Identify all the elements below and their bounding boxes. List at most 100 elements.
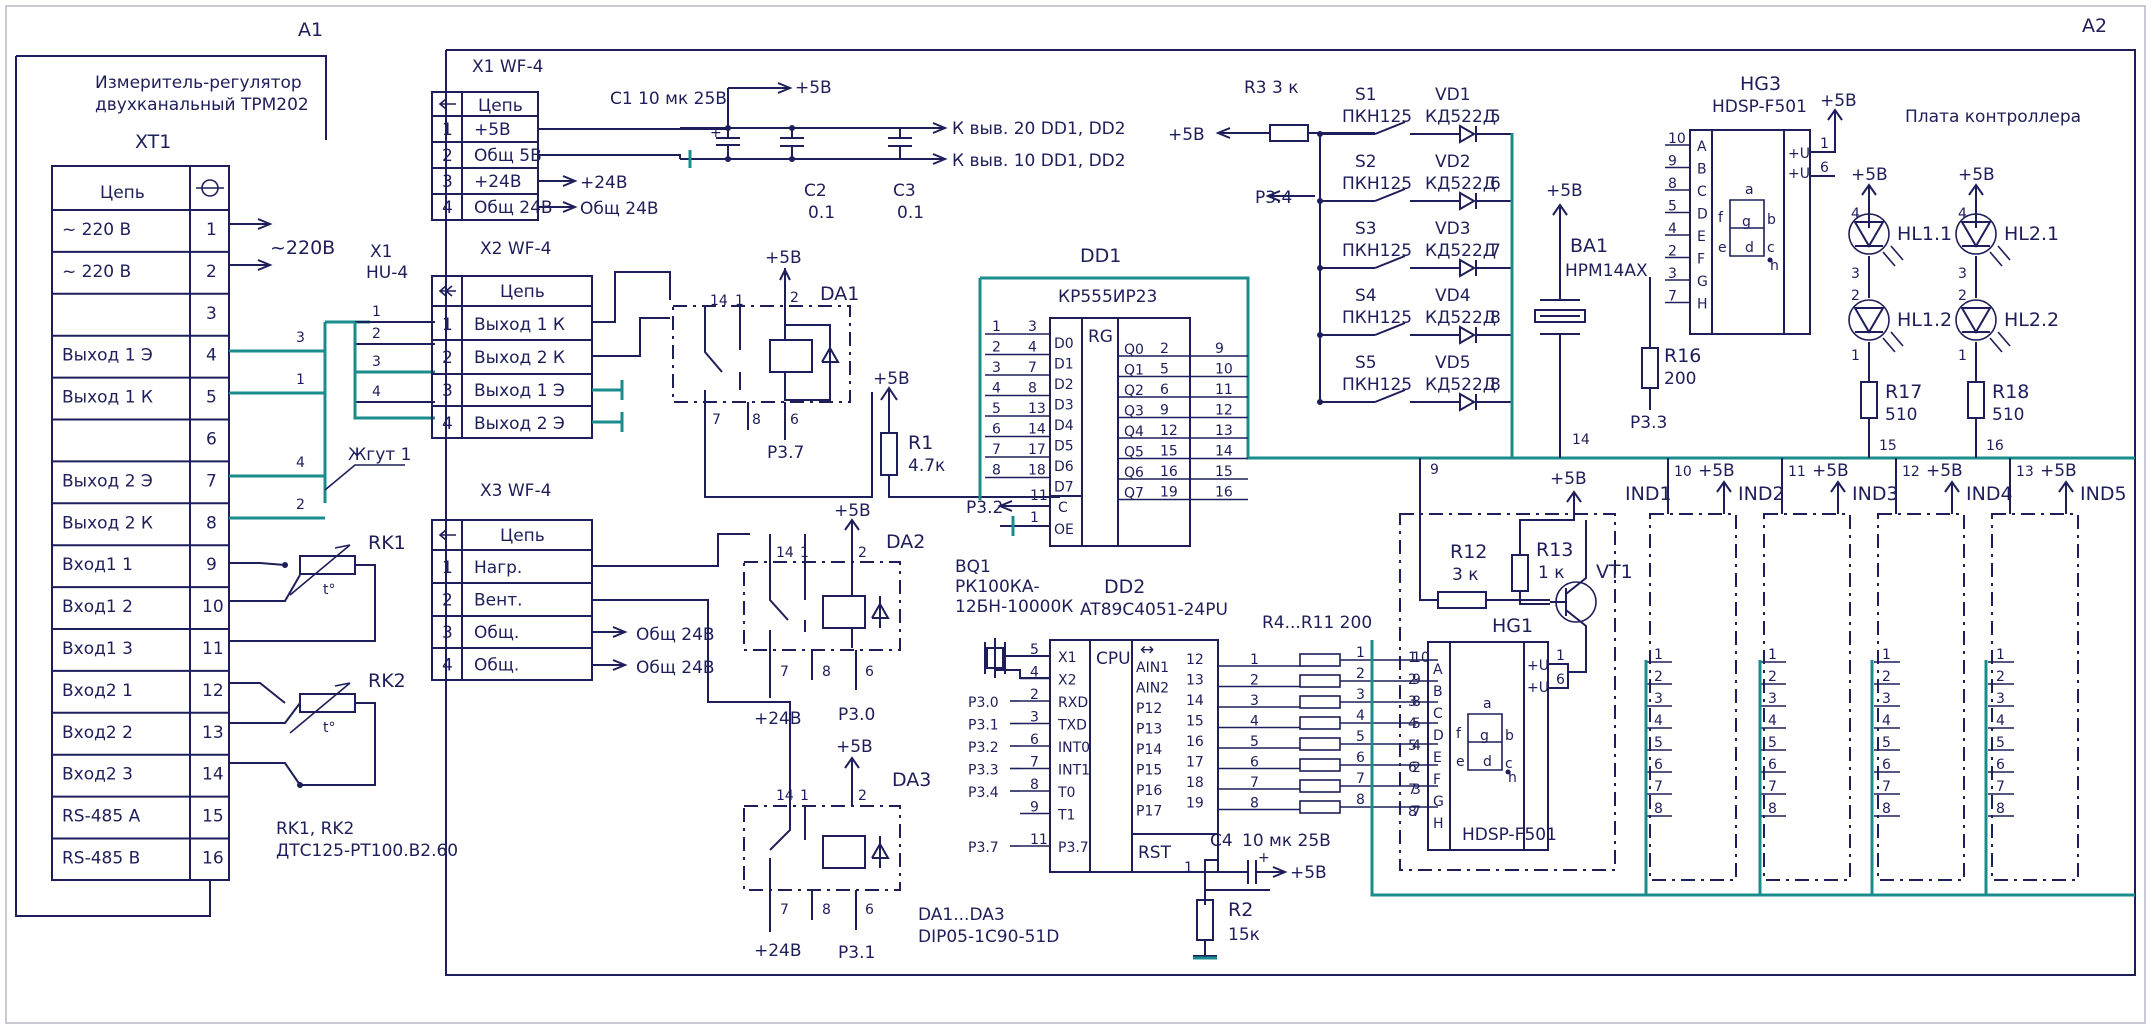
ba1-type: НРМ14АХ — [1565, 261, 1648, 281]
diode-net: 8 — [1490, 308, 1501, 328]
dd1-in-pin: 13 — [1028, 401, 1046, 417]
a1-title-line1: Измеритель-регулятор — [95, 73, 302, 93]
bq1-line1: BQ1 — [955, 557, 991, 577]
x3wf-outgnd2: Общ 24В — [636, 658, 715, 678]
dd2-right-pin: 19 — [1186, 796, 1204, 812]
hg3-ref: HG3 — [1740, 73, 1781, 95]
diode-type: КД522Д — [1425, 107, 1496, 127]
ind1-wire: 8 — [1408, 804, 1417, 820]
ind-wire: 5 — [1996, 735, 2005, 751]
ind-wire: 7 — [1768, 779, 1777, 795]
dd2-left-net: Р3.3 — [968, 763, 999, 779]
sw-plus5: +5В — [1168, 125, 1205, 145]
ind1-pin: 10 — [1412, 650, 1430, 666]
c4-value: 10 мк 25В — [1242, 831, 1331, 851]
da1-ref: DA1 — [820, 283, 859, 305]
x1-type: HU-4 — [366, 263, 408, 283]
dd1-out-pin: 12 — [1160, 423, 1178, 439]
dd2-right-wire: 4 — [1250, 714, 1259, 730]
dd1-in-wire: 6 — [992, 422, 1001, 438]
dd2-right-name: P17 — [1136, 804, 1162, 820]
xt1-row-pin: 1 — [206, 220, 217, 240]
dd2-left-name: T0 — [1057, 785, 1075, 801]
ind1-wire: 4 — [1408, 716, 1417, 732]
diode-net: 5 — [1490, 107, 1501, 127]
svg-text:2: 2 — [858, 788, 867, 804]
ind-wire: 5 — [1768, 735, 1777, 751]
dd2-right-wire: 7 — [1250, 775, 1259, 791]
led-icon — [1960, 307, 1992, 334]
da1-p37: Р3.7 — [767, 443, 804, 463]
dd1-in-pin: 18 — [1028, 463, 1046, 479]
ind-ref: IND2 — [1738, 483, 1785, 505]
hg1-ref: HG1 — [1492, 615, 1533, 637]
hg3-pin: 3 — [1668, 266, 1677, 282]
dd1-in-name: D5 — [1054, 439, 1074, 455]
switch-ref: S5 — [1355, 353, 1377, 373]
hg3-pin: 7 — [1668, 289, 1677, 305]
ind-wire: 8 — [1996, 801, 2005, 817]
diode-type: КД522Д — [1425, 375, 1496, 395]
svg-text:14: 14 — [776, 545, 794, 561]
ind-ref: IND5 — [2080, 483, 2127, 505]
hg3-seg: E — [1697, 229, 1706, 245]
led-resistor-ref: R18 — [1992, 381, 2029, 403]
x2wf-row-name: Выход 1 Э — [474, 381, 565, 401]
dd1-oe-pin: 1 — [1030, 510, 1039, 526]
ind1-pin: 4 — [1412, 738, 1421, 754]
led-pin: 3 — [1851, 266, 1860, 282]
hg3-seg: B — [1697, 162, 1707, 178]
ind1-pin: 2 — [1412, 760, 1421, 776]
bq1-line3: 12БН-10000К — [955, 597, 1073, 617]
ind1-wire: 6 — [1408, 760, 1417, 776]
dd2-right-name: P12 — [1136, 701, 1162, 717]
r4r11-pin: 8 — [1356, 792, 1365, 808]
ind-ref: IND3 — [1852, 483, 1899, 505]
dd1-c: C — [1058, 500, 1068, 516]
dd2-left-pin: 2 — [1030, 687, 1039, 703]
ba1-buzzer: +5В BA1 НРМ14АХ 14 — [1534, 181, 1648, 458]
r13-value: 1 к — [1538, 563, 1565, 583]
dd1-out-name: Q0 — [1124, 342, 1144, 358]
ind1-seg: A — [1433, 662, 1443, 678]
dd1-out-name: Q5 — [1124, 445, 1144, 461]
ind-net: 10 — [1674, 464, 1692, 480]
x1wf-header: Цепь — [478, 96, 523, 116]
svg-text:d: d — [1745, 240, 1754, 256]
xt1-row-pin: 16 — [202, 849, 224, 869]
x1-ref: X1 — [370, 242, 392, 262]
diode-ref: VD3 — [1435, 219, 1471, 239]
led-cols: +5ВHL1.1HL1.24321R1751015+5ВHL2.1HL2.243… — [1848, 165, 2059, 458]
dd2-right-wire: 5 — [1250, 734, 1259, 750]
dd1-in-pin: 14 — [1028, 422, 1046, 438]
dd1-in-pin: 8 — [1028, 381, 1037, 397]
dd2-right-name: AIN2 — [1136, 681, 1169, 697]
svg-text:b: b — [1767, 212, 1776, 228]
dd2-left-name: X2 — [1058, 673, 1077, 689]
ind-wire: 6 — [1882, 757, 1891, 773]
dd1-out-wire: 10 — [1215, 362, 1233, 378]
dd2-left-name: X1 — [1058, 650, 1077, 666]
svg-text:e: e — [1456, 754, 1465, 770]
ind-wire: 4 — [1768, 713, 1777, 729]
ind-wire: 4 — [1882, 713, 1891, 729]
diode-ref: VD4 — [1435, 286, 1471, 306]
diode-type: КД522Д — [1425, 241, 1496, 261]
svg-text:a: a — [1483, 696, 1492, 712]
x1wf-connector-icon — [438, 98, 456, 110]
dd1-in-pin: 3 — [1028, 319, 1037, 335]
dd2-rst-pin: 1 — [1184, 860, 1193, 876]
r4r11-pin: 6 — [1356, 750, 1365, 766]
x1wf-row-name: Общ 5В — [474, 146, 542, 166]
switch-type: ПКН125 — [1342, 308, 1412, 328]
c3-value: 0.1 — [897, 203, 924, 223]
switch-ref: S2 — [1355, 152, 1377, 172]
ind-supply: +5В — [1926, 461, 1963, 481]
x2wf-row-pin: 1 — [442, 315, 453, 335]
